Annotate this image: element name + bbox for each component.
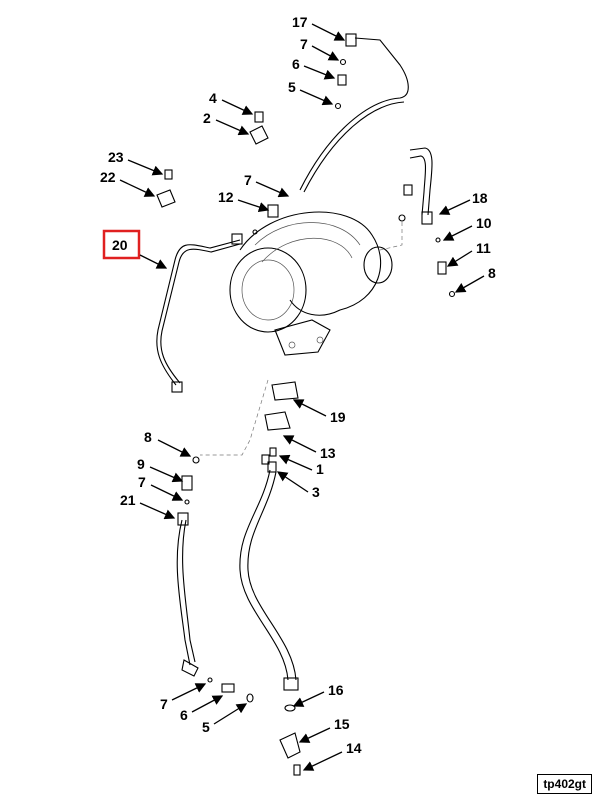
callout-7c[interactable]: 7: [138, 474, 184, 501]
svg-text:7: 7: [160, 696, 168, 712]
svg-text:13: 13: [320, 445, 336, 461]
svg-text:22: 22: [100, 169, 116, 185]
svg-text:8: 8: [144, 429, 152, 445]
drawing-reference: tp402gt: [537, 774, 592, 794]
callout-10[interactable]: 10: [442, 215, 492, 241]
callout-11[interactable]: 11: [446, 240, 491, 267]
svg-text:2: 2: [203, 110, 211, 126]
tube-18: [409, 147, 433, 216]
callout-22[interactable]: 22: [100, 169, 156, 197]
svg-text:15: 15: [334, 716, 350, 732]
callout-4[interactable]: 4: [209, 90, 254, 115]
svg-text:6: 6: [180, 707, 188, 723]
svg-text:16: 16: [328, 682, 344, 698]
callout-12[interactable]: 12: [218, 189, 270, 213]
svg-text:20: 20: [112, 237, 128, 253]
svg-text:17: 17: [292, 14, 308, 30]
callout-23[interactable]: 23: [108, 149, 164, 176]
callout-7[interactable]: 7: [300, 36, 340, 61]
callout-5[interactable]: 5: [288, 79, 334, 106]
svg-text:5: 5: [202, 719, 210, 735]
svg-text:8: 8: [488, 265, 496, 281]
callout-7b[interactable]: 7: [244, 172, 290, 198]
callout-15[interactable]: 15: [298, 716, 350, 743]
svg-text:7: 7: [138, 474, 146, 490]
callout-17[interactable]: 17: [292, 14, 346, 41]
svg-text:18: 18: [472, 190, 488, 206]
svg-text:5: 5: [288, 79, 296, 95]
svg-text:1: 1: [316, 461, 324, 477]
callouts: 17 7 6 5 4 2 23 22 7 12 20 18 10 11 8 19…: [100, 14, 496, 771]
callout-14[interactable]: 14: [302, 740, 362, 771]
callout-8[interactable]: 8: [454, 265, 496, 293]
callout-16[interactable]: 16: [292, 682, 344, 707]
tube-20: [156, 239, 241, 386]
highlight-box: [102, 229, 141, 260]
svg-text:11: 11: [476, 240, 491, 256]
callout-18[interactable]: 18: [438, 190, 488, 215]
svg-text:23: 23: [108, 149, 124, 165]
callout-13[interactable]: 13: [282, 435, 336, 461]
svg-text:21: 21: [120, 492, 136, 508]
callout-21[interactable]: 21: [120, 492, 176, 520]
callout-3[interactable]: 3: [276, 471, 320, 500]
drain-tube: [239, 469, 289, 681]
callout-9[interactable]: 9: [137, 456, 184, 483]
callout-8b[interactable]: 8: [144, 429, 192, 457]
callout-6b[interactable]: 6: [180, 695, 224, 723]
svg-text:14: 14: [346, 740, 362, 756]
svg-text:9: 9: [137, 456, 145, 472]
tube-21: [176, 519, 191, 666]
callout-7d[interactable]: 7: [160, 683, 207, 712]
turbocharger: [229, 211, 393, 356]
svg-text:7: 7: [244, 172, 252, 188]
callout-6[interactable]: 6: [292, 56, 336, 80]
callout-19[interactable]: 19: [292, 399, 346, 425]
callout-5b[interactable]: 5: [202, 703, 248, 735]
fitting-17: [345, 33, 357, 47]
oil-supply-tube: [299, 37, 409, 191]
svg-text:10: 10: [476, 215, 492, 231]
svg-text:19: 19: [330, 409, 346, 425]
svg-text:12: 12: [218, 189, 234, 205]
callout-2[interactable]: 2: [203, 110, 250, 136]
svg-text:4: 4: [209, 90, 217, 106]
svg-text:6: 6: [292, 56, 300, 72]
callout-20[interactable]: 20: [102, 229, 168, 269]
svg-text:3: 3: [312, 484, 320, 500]
callout-1[interactable]: 1: [278, 454, 324, 477]
svg-text:7: 7: [300, 36, 308, 52]
